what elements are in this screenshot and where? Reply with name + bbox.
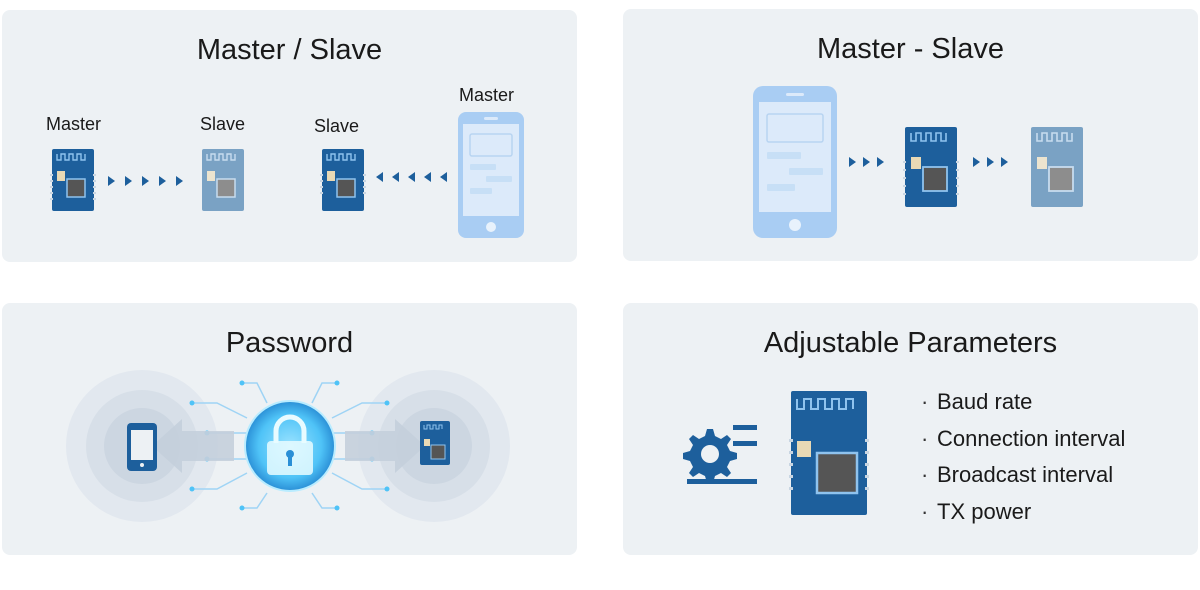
list-item: ·Connection interval [921, 425, 1126, 451]
master-label: Master [46, 114, 102, 134]
master-phone-label: Master [459, 85, 515, 105]
parameters-title: Adjustable Parameters [763, 327, 1058, 359]
ble-module-icon [320, 149, 366, 211]
list-item: ·Baud rate [921, 389, 1033, 414]
password-panel: Password [2, 303, 577, 555]
list-item: ·Broadcast interval [921, 462, 1114, 487]
arrow-icon [108, 176, 183, 186]
slave-label-2: Slave [314, 116, 360, 136]
ble-module-icon [202, 149, 244, 211]
ble-module-icon [789, 391, 869, 515]
master-dash-slave-title: Master - Slave [817, 33, 1004, 65]
master-slave-panel: Master / Slave Master Slave Slave Master [2, 10, 577, 262]
phone-icon [458, 112, 524, 238]
arrow-icon [973, 157, 1008, 167]
ble-module-icon [50, 149, 96, 211]
phone-icon [753, 86, 837, 238]
gear-icon [683, 425, 757, 484]
arrow-icon [376, 172, 447, 182]
arrow-icon [849, 157, 884, 167]
master-slave-title: Master / Slave [196, 34, 383, 66]
slave-label: Slave [200, 114, 246, 134]
password-illustration [66, 370, 510, 522]
password-title: Password [225, 327, 354, 359]
ble-module-icon [420, 421, 450, 465]
lock-icon [267, 414, 313, 475]
list-item: ·TX power [921, 498, 1032, 524]
parameters-panel: Adjustable Parameters ·Baud rate ·Connec… [623, 303, 1198, 555]
phone-icon [127, 423, 157, 471]
ble-module-icon [903, 127, 959, 207]
parameters-list: ·Baud rate ·Connection interval ·Broadca… [921, 389, 1125, 535]
ble-module-icon [1031, 127, 1083, 207]
master-dash-slave-panel: Master - Slave [623, 9, 1198, 261]
